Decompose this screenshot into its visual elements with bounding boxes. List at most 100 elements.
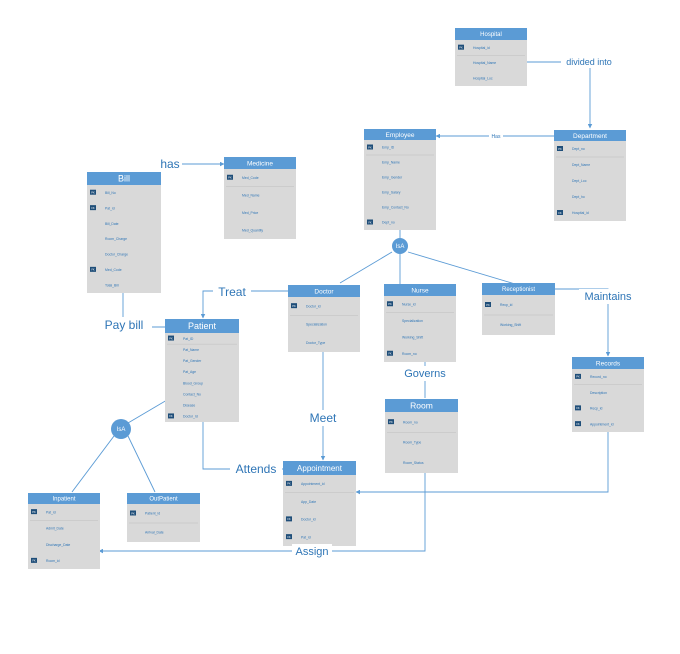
entity-department-attr-0: Dept_no [572,147,585,151]
entity-bill-key-5: FK [91,268,95,272]
entity-outpatient-key-0-icon [130,510,136,516]
entity-patient-key-0: PK [169,336,173,340]
entity-inpatient-header [28,493,100,504]
connector-isa-inpatient [71,435,115,493]
entity-inpatient-body [28,493,100,569]
entity-employee-attr-4: Emp_Contact_No [382,206,409,210]
entity-bill-key-5-icon [90,266,96,272]
entity-doctor-title: Doctor [314,288,334,295]
entity-department-title: Department [573,133,607,140]
entity-department-header [554,130,626,141]
entity-outpatient-attr-0: Patient_id [145,512,160,516]
entity-appointment-key-0: PK [287,482,291,486]
entity-employee-header [364,129,436,140]
entity-bill-attr-3: Room_Charge [105,237,127,241]
entity-appointment-key-0-icon [286,480,292,486]
entity-nurse-key-0: PK [388,302,392,306]
entity-medicine-key-0-icon [227,174,233,180]
entity-bill-attr-0: Bill_No [105,191,116,195]
entity-inpatient-key-0: PK [32,510,36,514]
rel-has-employee: Has [492,134,501,140]
entity-department-body [554,130,626,221]
entity-records-key-2-icon [575,405,581,411]
entity-room-attr-0: Room_no [403,420,418,424]
entity-medicine-attr-3: Med_Quantity [242,228,263,232]
entity-nurse-attr-2: Working_Shift [402,335,423,339]
entity-appointment-header [283,461,356,475]
entity-bill-title: Bill [118,174,130,184]
connector-doctor-patient [200,290,288,319]
entity-employee-attr-3: Emp_Salary [382,191,401,195]
entity-patient-key-7-icon [168,413,174,419]
entity-nurse-attr-0: Nurse_id [402,302,416,306]
isa-patient-label: IsA [117,427,126,433]
entity-doctor-key-0-icon [291,303,297,309]
entity-employee-title: Employee [386,132,415,139]
entity-medicine-body [224,157,296,239]
entity-hospital-attr-2: Hospital_Loc [473,77,493,81]
entity-employee-key-0-icon [367,144,373,150]
connectors [71,61,611,554]
rel-meet: Meet [310,411,337,425]
entity-department-attr-3: Dept_ho [572,195,585,199]
entity-employee-key-0: PK [368,145,372,149]
entity-outpatient-title: OutPatient [149,497,178,503]
entity-doctor-header [288,285,360,297]
entity-department-key-0: PK [558,147,562,151]
entity-appointment-attr-2: Doctor_id [301,518,316,522]
entity-bill-body [87,172,161,293]
rel-divided-into: divided into [566,57,612,67]
entity-bill-key-0-icon [90,189,96,195]
entity-bill-header [87,172,161,185]
rel-has-bill: has [160,157,179,171]
entity-appointment-body [283,461,356,546]
rel-assign: Assign [295,546,328,558]
entity-bill-attr-6: Total_Bill [105,283,119,287]
entity-bill-attr-1: Pat_id [105,206,115,210]
entity-bill-key-1: FK [91,206,95,210]
entity-records-key-3: FK [576,422,580,426]
entity-medicine-header [224,157,296,169]
entity-outpatient-attr-1: Arrival_Date [145,531,164,535]
entity-appointment-key-2: FK [287,517,291,521]
entity-doctor-attr-1: Specialization [306,323,327,327]
entity-room-attr-1: Room_Type [403,441,421,445]
entity-employee-attr-2: Emp_Gender [382,176,403,180]
entity-patient-attr-7: Doctor_Id [183,415,198,419]
entity-employee-body [364,129,436,230]
entity-patient-key-0-icon [168,335,174,341]
entity-patient-attr-5: Contact_No [183,392,201,396]
entity-employee-key-5: FK [368,220,372,224]
entity-nurse-key-3-icon [387,350,393,356]
entity-nurse-body [384,284,456,362]
entity-medicine-attr-2: Med_Price [242,211,258,215]
entity-appointment-key-3-icon [286,534,292,540]
entity-records-key-2: FK [576,406,580,410]
entity-records-key-3-icon [575,421,581,427]
entity-patient-title: Patient [188,321,217,331]
entity-records-body [572,357,644,432]
connector-isa-outpatient [127,435,156,493]
entity-hospital-title: Hospital [480,32,502,38]
entity-nurse-attr-3: Room_no [402,352,417,356]
isa-patient-circle [111,419,131,439]
entity-receptionist-key-0-icon [485,302,491,307]
entity-receptionist-key-0: PK [486,303,490,307]
entity-records-key-0-icon [575,373,581,379]
connector-isa-receptionist [407,251,516,285]
entity-room-key-0: PK [389,420,393,424]
entity-room-header [385,399,458,412]
entity-department-key-0-icon [557,146,563,151]
entity-doctor-key-0: PK [292,304,296,308]
entity-patient-attr-3: Pat_Age [183,370,196,374]
